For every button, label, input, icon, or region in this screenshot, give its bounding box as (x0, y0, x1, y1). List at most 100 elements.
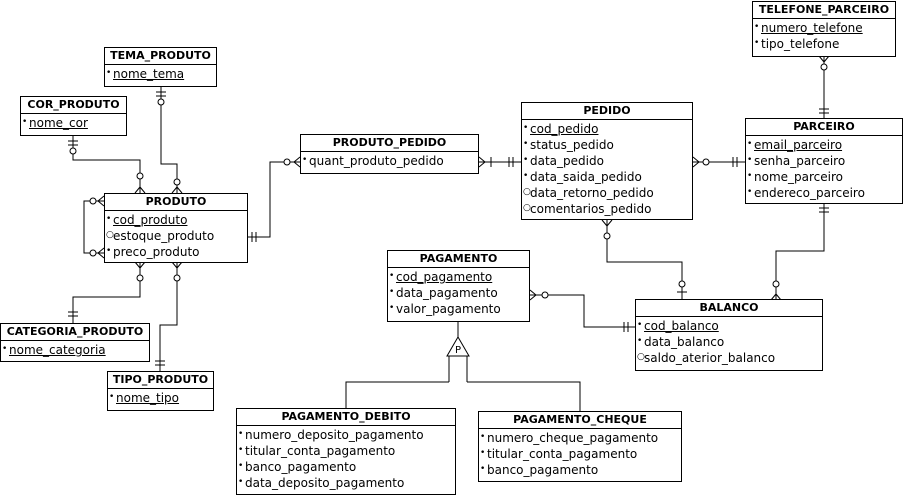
attribute-name: titular_conta_pagamento (245, 444, 396, 458)
entity-title: COR_PRODUTO (21, 97, 126, 114)
mandatory-marker-icon: • (480, 448, 486, 458)
attribute-name: data_pedido (530, 154, 604, 168)
attribute: •data_saida_pedido (522, 169, 692, 185)
rel-produto-self (83, 195, 105, 259)
attribute: •endereco_parceiro (746, 185, 902, 201)
attribute-name: nome_parceiro (754, 170, 843, 184)
attribute-name: data_pagamento (396, 286, 498, 300)
attribute: •valor_pagamento (388, 301, 529, 317)
mandatory-marker-icon: • (2, 344, 8, 354)
rel-produtopedido-pedido (478, 156, 521, 168)
attribute-list: •cod_pedido•status_pedido•data_pedido•da… (522, 120, 692, 217)
mandatory-marker-icon: • (106, 214, 112, 224)
mandatory-marker-icon: • (747, 171, 753, 181)
attribute-name: banco_pagamento (245, 460, 357, 474)
entity-title: TELEFONE_PARCEIRO (753, 2, 895, 19)
entity-title: TEMA_PRODUTO (105, 48, 216, 65)
attribute-name: numero_deposito_pagamento (245, 428, 424, 442)
entity-title: CATEGORIA_PRODUTO (1, 324, 149, 341)
attribute-list: •nome_tema (105, 65, 216, 82)
attribute-list: •email_parceiro•senha_parceiro•nome_parc… (746, 136, 902, 201)
entity-pagamento-cheque[interactable]: PAGAMENTO_CHEQUE•numero_cheque_pagamento… (478, 411, 682, 482)
attribute: •senha_parceiro (746, 153, 902, 169)
attribute-name: estoque_produto (113, 229, 215, 243)
entity-title: PARCEIRO (746, 119, 902, 136)
mandatory-marker-icon: • (238, 429, 244, 439)
attribute: •tipo_telefone (753, 36, 895, 52)
inheritance-lines (345, 322, 581, 411)
mandatory-marker-icon: • (747, 155, 753, 165)
optional-marker-icon: ○ (637, 352, 645, 362)
optional-marker-icon: ○ (523, 187, 531, 197)
attribute-list: •numero_cheque_pagamento•titular_conta_p… (479, 429, 681, 478)
entity-title: TIPO_PRODUTO (108, 372, 213, 389)
attribute-list: •cod_produto○estoque_produto•preco_produ… (105, 211, 247, 260)
entity-title: PRODUTO (105, 194, 247, 211)
attribute-name: nome_categoria (9, 343, 106, 357)
attribute-name: data_saida_pedido (530, 170, 642, 184)
rel-cor-produto (68, 136, 146, 194)
entity-balanco[interactable]: BALANCO•cod_balanco•data_balanco○saldo_a… (635, 299, 823, 371)
mandatory-marker-icon: • (302, 155, 308, 165)
mandatory-marker-icon: • (106, 68, 112, 78)
mandatory-marker-icon: • (523, 155, 529, 165)
entity-pedido[interactable]: PEDIDO•cod_pedido•status_pedido•data_ped… (521, 102, 693, 220)
entity-cor-produto[interactable]: COR_PRODUTO•nome_cor (20, 96, 127, 136)
mandatory-marker-icon: • (523, 123, 529, 133)
entity-pagamento[interactable]: PAGAMENTO•cod_pagamento•data_pagamento•v… (387, 250, 530, 322)
entity-produto[interactable]: PRODUTO•cod_produto○estoque_produto•prec… (104, 193, 248, 263)
entity-telefone-parceiro[interactable]: TELEFONE_PARCEIRO•numero_telefone•tipo_t… (752, 1, 896, 57)
mandatory-marker-icon: • (238, 461, 244, 471)
attribute-list: •nome_tipo (108, 389, 213, 406)
attribute: •titular_conta_pagamento (479, 446, 681, 462)
rel-pedido-balanco (601, 219, 687, 300)
entity-tipo-produto[interactable]: TIPO_PRODUTO•nome_tipo (107, 371, 214, 411)
attribute: •data_pagamento (388, 285, 529, 301)
attribute: ○estoque_produto (105, 228, 247, 244)
attribute: ○saldo_aterior_balanco (636, 350, 822, 366)
attribute-list: •cod_balanco•data_balanco○saldo_aterior_… (636, 317, 822, 366)
entity-title: PAGAMENTO_DEBITO (237, 409, 455, 426)
mandatory-marker-icon: • (637, 336, 643, 346)
mandatory-marker-icon: • (106, 246, 112, 256)
optional-marker-icon: ○ (106, 230, 114, 240)
primary-key-attribute: •nome_categoria (1, 342, 149, 358)
mandatory-marker-icon: • (523, 171, 529, 181)
entity-parceiro[interactable]: PARCEIRO•email_parceiro•senha_parceiro•n… (745, 118, 903, 204)
mandatory-marker-icon: • (754, 22, 760, 32)
attribute-name: data_deposito_pagamento (245, 476, 405, 490)
primary-key-attribute: •cod_pagamento (388, 269, 529, 285)
mandatory-marker-icon: • (523, 139, 529, 149)
attribute-name: data_balanco (644, 335, 725, 349)
entity-title: PRODUTO_PEDIDO (301, 135, 478, 152)
attribute: •preco_produto (105, 244, 247, 260)
primary-key-attribute: •nome_tipo (108, 390, 213, 406)
mandatory-marker-icon: • (747, 139, 753, 149)
inheritance-symbol-label: P (455, 345, 461, 356)
entity-pagamento-debito[interactable]: PAGAMENTO_DEBITO•numero_deposito_pagamen… (236, 408, 456, 495)
attribute-name: comentarios_pedido (530, 202, 652, 216)
attribute-name: cod_pagamento (396, 270, 493, 284)
entity-produto-pedido[interactable]: PRODUTO_PEDIDO•quant_produto_pedido (300, 134, 479, 174)
attribute-name: valor_pagamento (396, 302, 501, 316)
entity-categoria-produto[interactable]: CATEGORIA_PRODUTO•nome_categoria (0, 323, 150, 362)
attribute: •banco_pagamento (479, 462, 681, 478)
attribute-name: saldo_aterior_balanco (644, 351, 776, 365)
primary-key-attribute: •cod_pedido (522, 121, 692, 137)
attribute: •titular_conta_pagamento (237, 443, 455, 459)
mandatory-marker-icon: • (754, 38, 760, 48)
mandatory-marker-icon: • (389, 303, 395, 313)
entity-tema-produto[interactable]: TEMA_PRODUTO•nome_tema (104, 47, 217, 87)
rel-telefone-parceiro (818, 55, 830, 119)
entity-title: PAGAMENTO (388, 251, 529, 268)
primary-key-attribute: •numero_telefone (753, 20, 895, 36)
rel-produto-tipo (155, 261, 183, 371)
rel-parceiro-balanco (770, 204, 829, 301)
rel-pagamento-balanco (529, 289, 636, 332)
attribute-name: numero_cheque_pagamento (487, 431, 659, 445)
primary-key-attribute: •nome_tema (105, 66, 216, 82)
mandatory-marker-icon: • (747, 187, 753, 197)
attribute: •data_pedido (522, 153, 692, 169)
primary-key-attribute: •cod_balanco (636, 318, 822, 334)
